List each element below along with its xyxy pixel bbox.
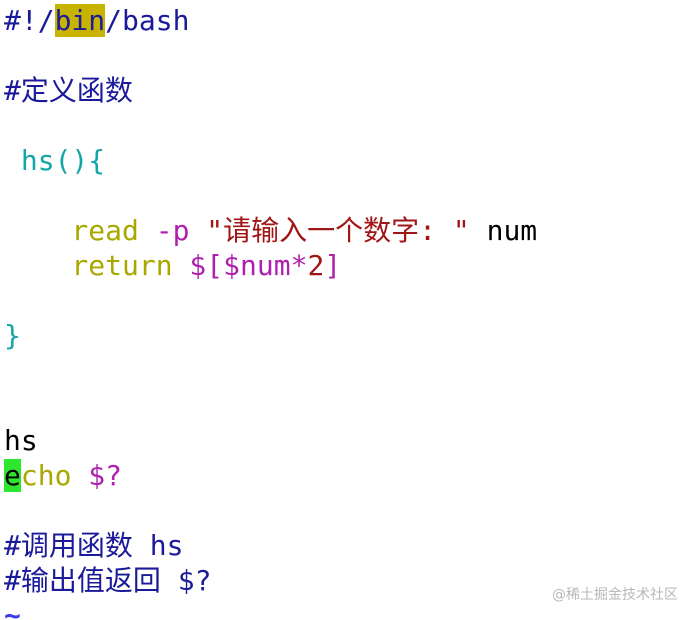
empty-line-marker[interactable]: ~ [4,598,21,620]
code-token: num [469,214,538,247]
code-token: #调用函数 hs [4,529,184,562]
code-line[interactable]: } [4,318,21,353]
code-token: return [4,249,173,282]
code-token: $? [71,459,123,492]
code-line[interactable]: #!/bin/bash [4,3,189,38]
code-line[interactable]: #输出值返回 $? [4,563,211,598]
code-token: /bash [105,4,190,37]
code-token: -p [138,214,207,247]
code-token: #定义函数 [4,74,133,107]
code-token: read [4,214,139,247]
code-token: hs [4,424,38,457]
code-line[interactable]: return $[$num*2] [4,248,341,283]
code-token: #!/ [4,4,55,37]
text-cursor: e [4,459,21,492]
code-line[interactable]: hs(){ [4,143,105,178]
code-line[interactable]: #调用函数 hs [4,528,183,563]
code-line[interactable]: echo $? [4,458,122,493]
code-token: "请输入一个数字: " [206,214,470,247]
code-line[interactable]: read -p "请输入一个数字: " num [4,213,537,248]
tilde-marker: ~ [4,599,21,620]
code-token: ] [324,249,342,282]
code-token: cho [20,459,72,492]
code-token: } [4,319,21,352]
code-line[interactable]: #定义函数 [4,73,133,108]
code-token: $[$num* [172,249,308,282]
search-highlight: bin [54,4,106,37]
code-line[interactable]: hs [4,423,38,458]
watermark: @稀土掘金技术社区 [552,587,678,603]
code-token: hs(){ [4,144,106,177]
code-token: #输出值返回 $? [4,564,212,597]
code-token: 2 [307,249,325,282]
